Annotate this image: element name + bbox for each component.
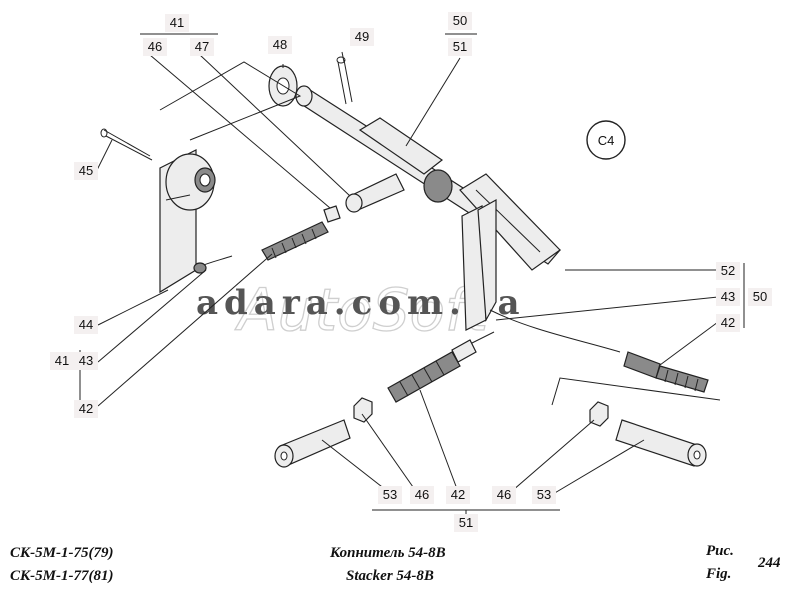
callout-42-right: 42 <box>721 315 735 330</box>
callout-44: 44 <box>79 317 93 332</box>
nut-46-right <box>589 401 609 427</box>
callout-42-bottom: 42 <box>451 487 465 502</box>
model-code-1: СК-5М-1-75(79) <box>10 545 114 561</box>
callout-42-left: 42 <box>79 401 93 416</box>
clevis-fork-53-left <box>274 419 351 468</box>
callout-50-top: 50 <box>453 13 467 28</box>
center-threaded-rod <box>387 331 495 403</box>
right-rod-assembly <box>489 309 709 393</box>
callout-51-top: 51 <box>453 39 467 54</box>
callouts: 41 46 47 48 49 50 51 45 44 41 43 42 52 4… <box>50 12 772 532</box>
nut-46-left <box>353 397 373 423</box>
callout-53-right: 53 <box>537 487 551 502</box>
callout-48: 48 <box>273 37 287 52</box>
callout-53-left: 53 <box>383 487 397 502</box>
callout-49: 49 <box>355 29 369 44</box>
pin-49 <box>336 56 353 105</box>
section-badge: C4 <box>586 120 626 160</box>
callout-41-top: 41 <box>170 15 184 30</box>
callout-45: 45 <box>79 163 93 178</box>
watermark-logo: AutoSoft <box>234 276 490 344</box>
model-code-2: СК-5М-1-77(81) <box>10 568 114 584</box>
left-bracket <box>159 149 216 294</box>
title-russian: Копнитель 54-8В <box>330 545 446 561</box>
callout-43-right: 43 <box>721 289 735 304</box>
main-shaft <box>295 85 561 271</box>
section-badge-label: C4 <box>598 133 615 148</box>
callout-51-bottom: 51 <box>459 515 473 530</box>
figure-label-english: Fig. <box>706 566 732 582</box>
right-bracket <box>461 198 497 331</box>
callout-43-left: 43 <box>79 353 93 368</box>
callout-41-left: 41 <box>55 353 69 368</box>
callout-46-left: 46 <box>415 487 429 502</box>
callout-50-right: 50 <box>753 289 767 304</box>
callout-46-top: 46 <box>148 39 162 54</box>
title-english: Stacker 54-8B <box>346 568 434 584</box>
left-rod-assembly <box>193 205 341 274</box>
callout-47: 47 <box>195 39 209 54</box>
leader-lines <box>79 33 745 514</box>
clevis-47 <box>345 173 405 213</box>
figure-number: 244 <box>758 555 781 571</box>
cotter-pin-45 <box>100 128 153 161</box>
clevis-fork-53-right <box>615 419 707 467</box>
callout-52: 52 <box>721 263 735 278</box>
callout-46-right: 46 <box>497 487 511 502</box>
figure-label-russian: Рис. <box>706 543 734 559</box>
